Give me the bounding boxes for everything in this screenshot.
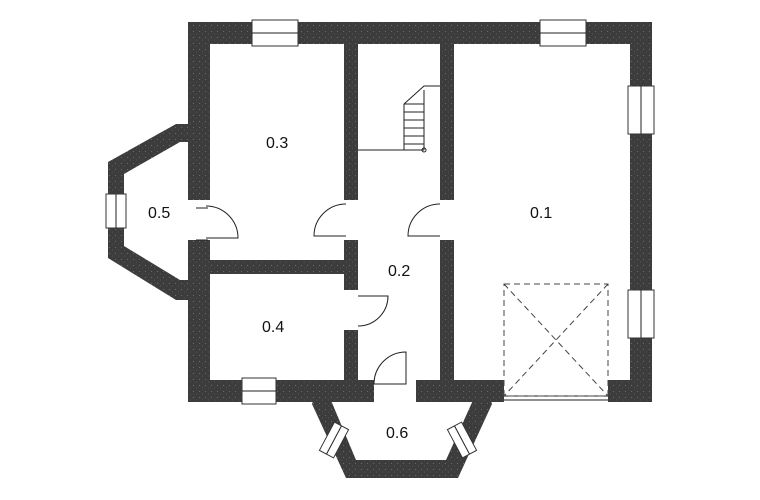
wall-bottom-left [188, 380, 374, 402]
door-entry [373, 351, 407, 385]
windows [105, 19, 655, 459]
room-label-04: 0.4 [262, 319, 284, 336]
room-label-05: 0.5 [148, 205, 170, 222]
door-hall-left [313, 203, 347, 237]
door-03 [205, 205, 239, 239]
room-label-01: 0.1 [530, 205, 552, 222]
door-01 [407, 203, 441, 237]
room-label-02: 0.2 [388, 263, 410, 280]
wall-int-v2-upper [440, 44, 454, 200]
room-label-03: 0.3 [266, 135, 288, 152]
walls [108, 22, 652, 478]
room-label-06: 0.6 [386, 425, 408, 442]
stairs [358, 85, 440, 153]
inspection-pit [503, 283, 609, 397]
wall-int-v1-bottom [344, 330, 358, 390]
wall-top [188, 22, 652, 44]
wall-int-h1 [188, 260, 358, 274]
wall-bay-bottom [312, 398, 492, 478]
wall-right [630, 22, 652, 402]
wall-left-lower [188, 240, 210, 402]
doors [196, 203, 441, 385]
wall-int-v1-upper [344, 44, 358, 200]
door-04 [357, 295, 389, 327]
wall-bottom-mid [416, 380, 504, 402]
wall-bottom-right [608, 380, 652, 402]
wall-int-v2-lower [440, 240, 454, 390]
wall-left-upper [188, 22, 210, 200]
wall-bay-left [108, 124, 188, 300]
